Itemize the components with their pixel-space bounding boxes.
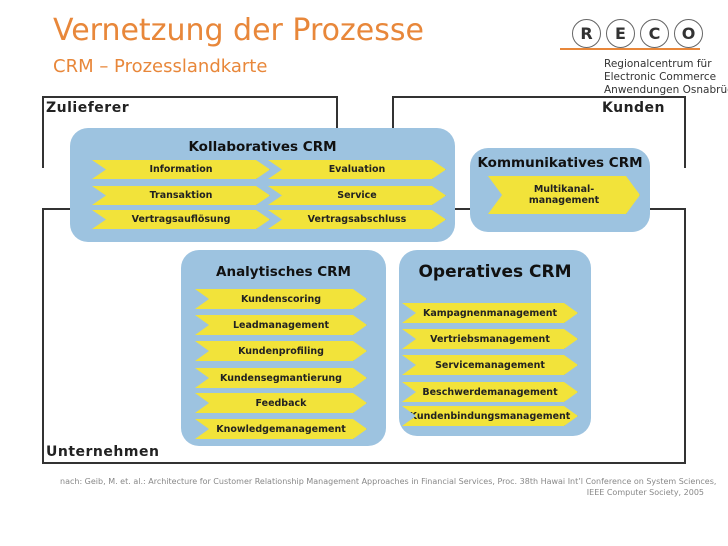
arrow-kampagnenmanagement: Kampagnenmanagement xyxy=(402,303,578,323)
page-title: Vernetzung der Prozesse xyxy=(53,13,424,48)
arrow-feedback: Feedback xyxy=(195,393,367,413)
arrow-evaluation: Evaluation xyxy=(268,160,446,179)
citation-line-1: nach: Geib, M. et. al.: Architecture for… xyxy=(60,477,717,486)
logo-text: Regionalcentrum für Electronic Commerce … xyxy=(604,58,728,97)
arrow-beschwerdemanagement: Beschwerdemanagement xyxy=(402,382,578,402)
logo-letter-e: E xyxy=(606,19,635,48)
analytisch-title: Analytisches CRM xyxy=(216,264,351,280)
arrow-knowledgemanagement: Knowledgemanagement xyxy=(195,419,367,439)
arrow-vertragsaufloesung: Vertragsauflösung xyxy=(92,210,270,229)
logo-line xyxy=(560,48,700,50)
arrow-kundenbindungsmanagement: Kundenbindungsmanagement xyxy=(402,406,578,426)
arrow-vertriebsmanagement: Vertriebsmanagement xyxy=(402,329,578,349)
kommunikativ-title: Kommunikatives CRM xyxy=(477,155,643,171)
label-kunden: Kunden xyxy=(602,100,666,116)
label-zulieferer: Zulieferer xyxy=(46,100,130,116)
arrow-transaktion: Transaktion xyxy=(92,186,270,205)
arrow-kundenprofiling: Kundenprofiling xyxy=(195,341,367,361)
kollaborativ-title: Kollaboratives CRM xyxy=(188,139,337,155)
arrow-vertragsabschluss: Vertragsabschluss xyxy=(268,210,446,229)
logo-text-line: Electronic Commerce xyxy=(604,71,717,83)
logo-letter-r: R xyxy=(572,19,601,48)
reco-logo: R E C O xyxy=(560,15,720,105)
arrow-kundenscoring: Kundenscoring xyxy=(195,289,367,309)
logo-letter-c: C xyxy=(640,19,669,48)
arrow-information: Information xyxy=(92,160,270,179)
arrow-service: Service xyxy=(268,186,446,205)
arrow-multikanal: Multikanal- management xyxy=(488,176,640,214)
source-citation: nach: Geib, M. et. al.: Architecture for… xyxy=(60,476,717,498)
logo-text-line: Anwendungen Osnabrück xyxy=(604,84,728,96)
label-unternehmen: Unternehmen xyxy=(46,444,160,460)
logo-text-line: Regionalcentrum für xyxy=(604,58,712,70)
arrow-servicemanagement: Servicemanagement xyxy=(402,355,578,375)
arrow-leadmanagement: Leadmanagement xyxy=(195,315,367,335)
arrow-kundensegmantierung: Kundensegmantierung xyxy=(195,368,367,388)
page-subtitle: CRM – Prozesslandkarte xyxy=(53,56,268,77)
logo-letter-o: O xyxy=(674,19,703,48)
operativ-title: Operatives CRM xyxy=(418,262,572,282)
citation-line-2: IEEE Computer Society, 2005 xyxy=(586,488,704,497)
